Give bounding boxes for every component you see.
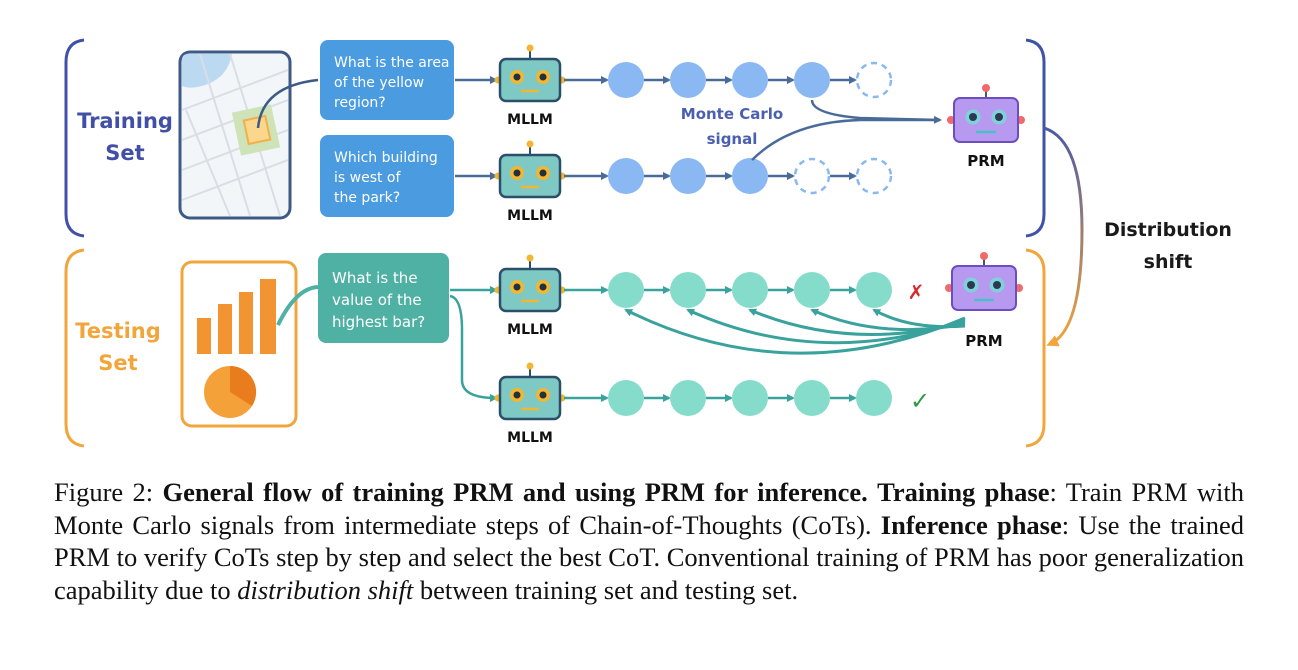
step-node (732, 158, 768, 194)
right-mark: ✓ (910, 387, 930, 415)
step-node (608, 272, 644, 308)
mllm-label-4: MLLM (507, 430, 553, 446)
caption-training-text: : Train PRM with Monte Carlo signals fro… (54, 477, 1244, 540)
prm-robot-testing: PRM (945, 252, 1023, 350)
mllm-robot-2: MLLM (494, 140, 566, 224)
map-to-question-1-connector (256, 78, 319, 129)
reasoning-chain-2 (564, 157, 893, 195)
prm-verification-arrows (624, 308, 966, 355)
caption-title: General flow of training PRM and using P… (162, 477, 868, 507)
question-1-line1: What is the area (334, 55, 450, 71)
question-3-line1: What is the (332, 269, 418, 287)
step-node (608, 62, 644, 98)
testing-bracket-right (1025, 248, 1046, 448)
training-bracket-right (1025, 38, 1046, 238)
distribution-shift-label-line1: Distribution (1104, 219, 1232, 241)
step-node (794, 272, 830, 308)
mllm-robot-4: MLLM (494, 362, 566, 446)
training-set-label-line2: Set (105, 141, 144, 165)
question-2-line2: is west of (334, 170, 401, 186)
caption-space (868, 477, 877, 507)
prm-label: PRM (965, 332, 1002, 350)
step-node (670, 380, 706, 416)
step-node (732, 380, 768, 416)
testing-bracket-left (64, 248, 85, 448)
mllm-robot-1: MLLM (494, 44, 566, 128)
caption-prefix: Figure 2: (54, 477, 163, 507)
prm-label: PRM (967, 152, 1004, 170)
question-3-line2: value of the (332, 291, 422, 309)
step-node (670, 272, 706, 308)
question-box-3: What is the value of the highest bar? (318, 253, 449, 343)
step-node (794, 380, 830, 416)
chart-to-question-3-connector (276, 285, 319, 326)
step-node (608, 380, 644, 416)
training-bracket-left (64, 38, 85, 238)
question-1-line3: region? (334, 95, 386, 111)
step-node (670, 62, 706, 98)
step-node (670, 158, 706, 194)
mllm-robot-3: MLLM (494, 254, 566, 338)
mllm-label-1: MLLM (507, 112, 553, 128)
reasoning-chain-1 (564, 61, 893, 99)
reasoning-chain-4 (564, 380, 892, 416)
testing-set-label-line1: Testing (75, 319, 161, 343)
pending-step-node (793, 157, 831, 195)
step-node (608, 158, 644, 194)
pending-step-node (855, 61, 893, 99)
mllm-label-2: MLLM (507, 208, 553, 224)
reasoning-chain-3 (564, 272, 892, 308)
step-node (856, 272, 892, 308)
distribution-shift-label-line2: shift (1144, 251, 1193, 273)
step-node (794, 62, 830, 98)
caption-distribution-shift: distribution shift (237, 574, 414, 605)
map-icon (178, 50, 292, 220)
question-2-line1: Which building (334, 150, 438, 166)
step-node (732, 272, 768, 308)
monte-carlo-arrow-row1 (810, 99, 942, 124)
monte-carlo-arrow-row2 (751, 118, 940, 161)
question-box-2: Which building is west of the park? (320, 135, 454, 217)
distribution-shift-arrow (1043, 126, 1084, 347)
monte-carlo-label-line1: Monte Carlo (681, 105, 783, 123)
caption-suffix: between training set and testing set. (413, 574, 799, 605)
question-2-line3: the park? (334, 190, 400, 206)
chart-icon (180, 260, 298, 428)
mllm-label-3: MLLM (507, 322, 553, 338)
step-node (856, 380, 892, 416)
caption-inference-text: : Use the trained PRM to verify CoTs ste… (54, 509, 1244, 605)
question-box-1: What is the area of the yellow region? (320, 40, 454, 120)
caption-inference-phase: Inference phase (880, 509, 1062, 540)
prm-robot-training: PRM (947, 84, 1025, 170)
wrong-mark: ✗ (908, 280, 925, 304)
question-3-to-mllm-4-arrow (449, 294, 498, 402)
question-3-line3: highest bar? (332, 313, 425, 331)
training-set-label-line1: Training (77, 109, 173, 133)
caption-training-phase: Training phase (877, 477, 1050, 507)
testing-set-label-line2: Set (98, 351, 137, 375)
pending-step-node (855, 157, 893, 195)
monte-carlo-label-line2: signal (707, 130, 758, 148)
step-node (732, 62, 768, 98)
flow-diagram: Training Set Testing Set What is the are… (64, 38, 1232, 448)
question-1-line2: of the yellow (334, 75, 424, 91)
figure-caption: Figure 2: General flow of training PRM a… (54, 476, 1244, 606)
